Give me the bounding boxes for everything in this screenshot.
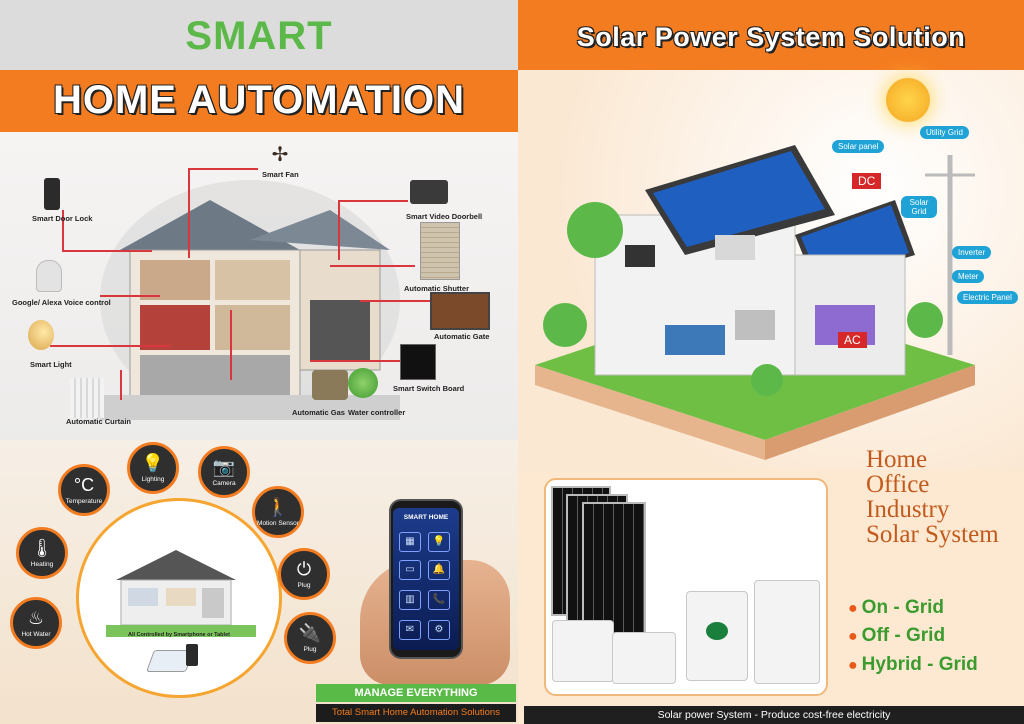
phone-app-title: SMART HOME [403, 514, 449, 521]
manage-everything-banner: MANAGE EVERYTHING [316, 684, 516, 702]
lighting-icon: 💡Lighting [127, 442, 179, 494]
connector-line [330, 265, 415, 267]
phone-tile-mail-icon[interactable]: ✉ [399, 620, 421, 640]
connector-line [188, 168, 190, 258]
curtain-icon [70, 378, 104, 418]
connector-line [230, 310, 232, 380]
drop-bullet-icon: ● [848, 600, 858, 617]
dc-label: DC [852, 173, 882, 189]
phone-tile-phone-icon[interactable]: 📞 [428, 590, 450, 610]
system-line-solar-system: Solar System [866, 521, 999, 548]
hub-caption: All Controlled by Smartphone or Tablet [128, 632, 230, 638]
tag-inverter: Inverter [952, 246, 992, 259]
doorbell-icon [410, 180, 448, 204]
label-smart-switch-board: Smart Switch Board [393, 384, 465, 393]
connector-line [62, 210, 64, 250]
inverter-display [706, 622, 728, 640]
motion-sensor-icon: 🚶Motion Sensor [252, 486, 304, 538]
door-lock-icon [44, 178, 60, 210]
label-smart-door-lock: Smart Door Lock [32, 214, 93, 223]
label-automatic-curtain: Automatic Curtain [66, 417, 132, 426]
water-controller-icon [348, 368, 378, 398]
camera-icon: 📷Camera [198, 446, 250, 498]
connector-line [338, 200, 408, 202]
gate-icon [430, 292, 490, 330]
system-line-industry: Industry [866, 496, 950, 523]
fan-icon: ✢ [271, 144, 289, 166]
phone-tile-bell-icon[interactable]: 🔔 [428, 560, 450, 580]
phone-tile-light-icon[interactable]: 💡 [428, 532, 450, 552]
shutter-icon [420, 222, 460, 280]
grid-type-off-grid: ●Off - Grid [848, 625, 946, 646]
grid-type-on-grid: ●On - Grid [848, 597, 944, 618]
connector-line [310, 360, 400, 362]
connector-line [338, 200, 340, 260]
hot-water-icon: ♨Hot Water [10, 597, 62, 649]
grid-inverter [612, 632, 676, 684]
grid-type-hybrid-grid: ●Hybrid - Grid [848, 654, 978, 675]
switch-board-icon [400, 344, 436, 380]
system-line-home: Home [866, 446, 928, 473]
solar-header-band [518, 0, 1024, 70]
label-voice-control: Google/ Alexa Voice control [12, 298, 111, 307]
plug-socket-icon: 🔌Plug [284, 612, 336, 664]
phone-tile-grid-icon[interactable]: ▦ [399, 532, 421, 552]
solar-module-front [582, 502, 646, 640]
drop-bullet-icon: ● [848, 657, 858, 674]
label-automatic-shutter: Automatic Shutter [404, 284, 470, 293]
heating-icon: 🌡Heating [16, 527, 68, 579]
label-smart-fan: Smart Fan [262, 170, 299, 179]
solar-house-illustration [535, 145, 975, 460]
connector-line [188, 168, 258, 170]
smart-header-band [0, 0, 518, 70]
connector-line [120, 370, 122, 400]
solar-title: Solar Power System Solution [576, 22, 966, 52]
plug-icon: ⏻Plug [278, 548, 330, 600]
phone-tile-tv-icon[interactable]: ▭ [399, 560, 421, 580]
label-smart-light: Smart Light [30, 360, 72, 369]
label-automatic-gas: Automatic Gas [292, 408, 345, 417]
connector-line [360, 300, 430, 302]
voice-assistant-icon [36, 260, 62, 292]
smart-title: SMART [185, 14, 333, 58]
gas-valve-icon [312, 370, 348, 400]
system-line-office: Office [866, 471, 930, 498]
solar-caption-bar: Solar power System - Produce cost-free e… [524, 706, 1024, 724]
tag-solar-panel: Solar panel [832, 140, 885, 153]
tag-meter: Meter [952, 270, 985, 283]
ac-label: AC [838, 332, 867, 348]
hub-house-illustration [106, 550, 256, 637]
label-smart-video-doorbell: Smart Video Doorbell [406, 212, 483, 221]
connector-line [62, 250, 152, 252]
sun-icon [886, 78, 930, 122]
connector-line [50, 345, 170, 347]
tag-solar-grid: Solar Grid [901, 196, 937, 218]
label-automatic-gate: Automatic Gate [434, 332, 490, 341]
tag-electric-panel: Electric Panel [957, 291, 1018, 304]
total-solutions-banner: Total Smart Home Automation Solutions [316, 704, 516, 722]
smartphone-icon [186, 644, 198, 666]
connector-line [100, 295, 160, 297]
lamp-icon [28, 320, 54, 350]
home-automation-band [0, 70, 518, 132]
phone-tile-settings-icon[interactable]: ⚙ [428, 620, 450, 640]
home-automation-title: HOME AUTOMATION [52, 78, 465, 122]
tag-utility-grid: Utility Grid [920, 126, 969, 139]
phone-tile-panel-icon[interactable]: ▥ [399, 590, 421, 610]
battery-unit [754, 580, 820, 684]
string-inverter [552, 620, 614, 682]
drop-bullet-icon: ● [848, 628, 858, 645]
label-water-controller: Water controller [348, 408, 406, 417]
